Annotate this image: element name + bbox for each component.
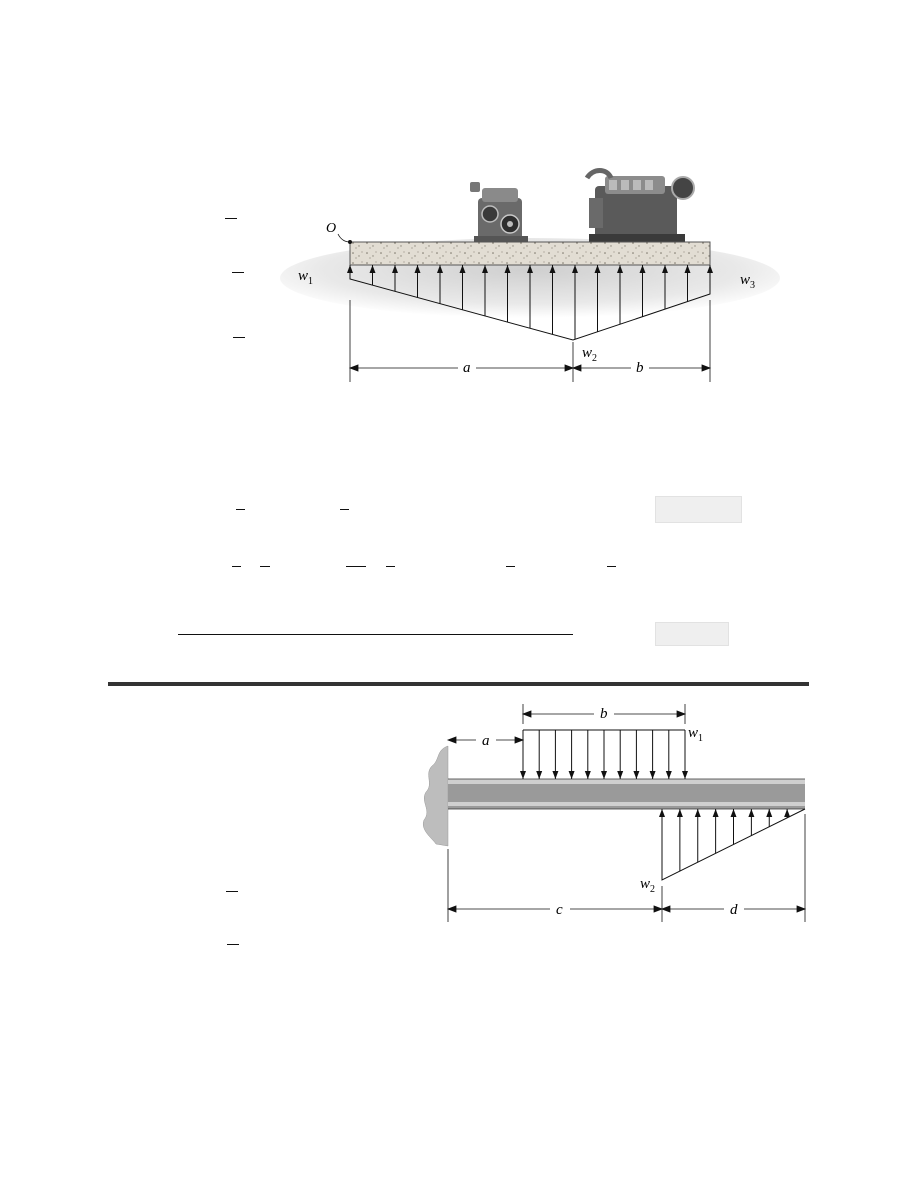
load-w2-label: w2: [582, 345, 597, 364]
fig2-dim-d-label: d: [730, 902, 738, 918]
answer-box[interactable]: [655, 496, 742, 523]
soil-load-arrow-head: [639, 265, 646, 273]
soil-load-arrow-head: [549, 265, 556, 273]
uniform-load-arrow-head: [633, 771, 640, 779]
section-divider: [108, 682, 809, 686]
vector-overbar: [340, 509, 349, 510]
dimension-lines: [348, 300, 712, 382]
soil-load-arrow-head: [482, 265, 488, 273]
vector-overbar: [232, 272, 244, 273]
uniform-load-arrow-head: [568, 771, 575, 779]
vector-overbar: [260, 566, 270, 567]
soil-load-arrow-head: [392, 265, 398, 273]
wall-support: [422, 745, 449, 847]
vector-overbar: [607, 566, 616, 567]
uniform-load-arrows: [520, 730, 688, 779]
soil-load-arrow-head: [437, 265, 443, 273]
vector-overbar: [233, 337, 245, 338]
dim-b-line: [521, 704, 687, 724]
vector-overbar: [236, 509, 245, 510]
uniform-load-arrow-head: [520, 771, 526, 779]
triangular-load-arrow-head: [784, 809, 791, 817]
dim-b-label: b: [636, 360, 644, 376]
figure-slab-soil-reaction: O w1 w2 w3 a b: [280, 168, 780, 382]
triangular-load-arrows: [659, 809, 791, 880]
figure-cantilever-beam: b a w1 w2 c d: [422, 704, 807, 922]
triangular-load-arrow-head: [766, 809, 773, 817]
dim-a-line: [446, 736, 525, 744]
soil-load-arrow-head: [504, 265, 511, 273]
small-engine-icon: [470, 182, 528, 242]
large-engine-icon: [584, 168, 695, 242]
fig2-load-w2-label: w2: [640, 876, 655, 895]
uniform-load-arrow-head: [536, 771, 543, 779]
point-o-label: O: [326, 221, 336, 236]
load-w3-label: w3: [740, 272, 755, 291]
uniform-load-arrow-head: [601, 771, 607, 779]
soil-load-arrow-head: [684, 265, 691, 273]
vector-overbar: [386, 566, 395, 567]
vector-overbar: [225, 218, 237, 219]
triangular-load-arrow-head: [712, 809, 719, 817]
triangular-load-arrow-head: [659, 809, 665, 817]
soil-load-arrow-head: [347, 265, 353, 273]
uniform-load-arrow-head: [682, 771, 688, 779]
soil-load-arrow-head: [572, 265, 578, 273]
uniform-load-arrow-head: [649, 771, 656, 779]
triangular-load-arrow-head: [730, 809, 737, 817]
fig2-dim-c-label: c: [556, 902, 563, 918]
soil-load-arrow-head: [707, 265, 713, 273]
soil-load-arrow-head: [527, 265, 533, 273]
concrete-slab: [349, 241, 711, 266]
uniform-load-arrow-head: [584, 771, 591, 779]
triangular-load-arrow-head: [748, 809, 755, 817]
fraction-bar: [178, 634, 573, 635]
answer-box[interactable]: [655, 622, 729, 646]
uniform-load-arrow-head: [665, 771, 672, 779]
vector-overbar: [226, 891, 238, 892]
soil-load-arrows: [347, 265, 713, 340]
load-w1-label: w1: [298, 268, 313, 287]
soil-load-arrow-head: [369, 265, 376, 273]
uniform-load-arrow-head: [552, 771, 559, 779]
vector-overbar: [232, 566, 241, 567]
vector-overbar: [346, 566, 366, 567]
uniform-load-arrow-head: [617, 771, 624, 779]
triangular-load-arrow-head: [694, 809, 701, 817]
soil-load-arrow-head: [594, 265, 601, 273]
fig2-dim-b-label: b: [600, 706, 608, 722]
soil-load-arrow-head: [617, 265, 623, 273]
soil-load-arrow-head: [459, 265, 466, 273]
fig2-load-w1-label: w1: [688, 725, 703, 744]
triangular-load-arrow-head: [676, 809, 683, 817]
soil-load-arrow-head: [662, 265, 668, 273]
soil-load-arrow-head: [414, 265, 421, 273]
dim-cd-lines: [446, 814, 807, 922]
vector-overbar: [227, 944, 239, 945]
vector-overbar: [506, 566, 515, 567]
fig2-dim-a-label: a: [482, 733, 490, 749]
dim-a-label: a: [463, 360, 471, 376]
